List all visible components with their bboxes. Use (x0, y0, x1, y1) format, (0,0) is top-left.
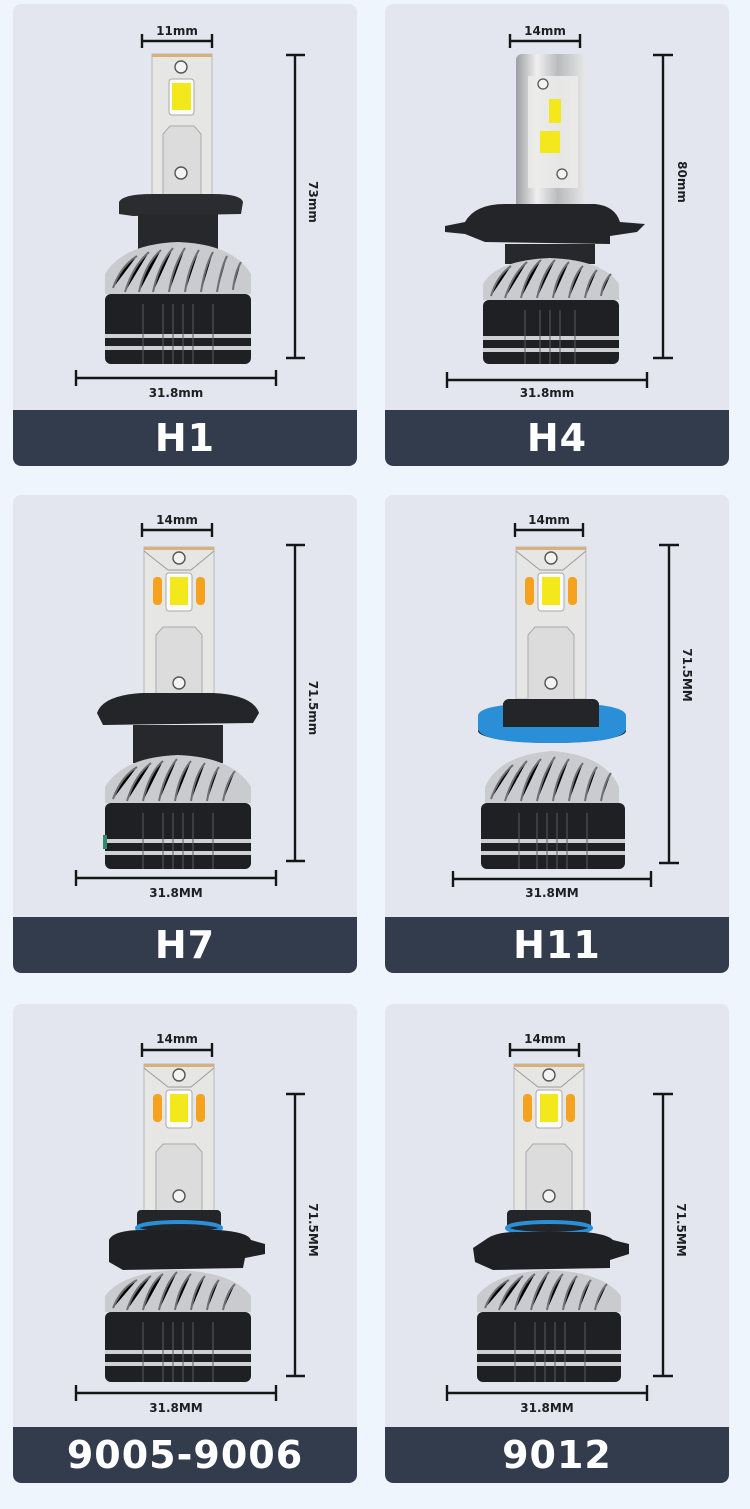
bulb-card-h4: 14mm 80mm 31.8mm (385, 4, 729, 466)
height-label: 73mm (306, 181, 320, 223)
base-width-label: 31.8MM (525, 886, 579, 900)
base-width-dimension: 31.8mm (445, 372, 649, 400)
height-label: 71.5MM (306, 1203, 320, 1257)
top-width-dimension: 14mm (508, 24, 582, 48)
height-dimension: 71.5MM (653, 1092, 688, 1378)
height-dimension: 71.5mm (286, 543, 320, 863)
bulb-h1 (105, 53, 251, 364)
top-width-dimension: 14mm (140, 1032, 214, 1057)
bulb-card-h7: 14mm 71.5mm 31.8MM (13, 495, 357, 973)
top-width-label: 14mm (528, 513, 570, 527)
top-width-label: 14mm (156, 513, 198, 527)
base-width-label: 31.8mm (520, 386, 575, 400)
height-dimension: 80mm (653, 53, 689, 360)
model-name: H7 (154, 923, 216, 967)
bulb-card-h11: 14mm 71.5MM 31.8MM (385, 495, 729, 973)
model-name: H4 (526, 416, 588, 460)
top-width-dimension: 14mm (508, 1032, 581, 1057)
base-width-dimension: 31.8mm (74, 370, 278, 400)
top-width-label: 14mm (524, 1032, 566, 1046)
base-width-label: 31.8MM (149, 1401, 203, 1415)
model-name: 9005-9006 (66, 1433, 304, 1477)
model-label-bar: H7 (13, 917, 357, 973)
base-width-dimension: 31.8MM (445, 1385, 649, 1415)
bulb-illustration-h4: 14mm 80mm 31.8mm (445, 24, 689, 400)
model-label-bar: 9012 (385, 1427, 729, 1483)
bulb-illustration-9012: 14mm 71.5MM 31.8MM (445, 1032, 688, 1415)
height-dimension: 71.5MM (659, 543, 694, 865)
bulb-illustration-9005-9006: 14mm 71.5MM 31.8MM (74, 1032, 320, 1415)
base-width-label: 31.8MM (149, 886, 203, 900)
model-label-bar: H11 (385, 917, 729, 973)
base-width-label: 31.8MM (520, 1401, 574, 1415)
bulb-9005 (105, 1063, 265, 1382)
top-width-label: 14mm (156, 1032, 198, 1046)
height-label: 71.5MM (674, 1203, 688, 1257)
bulb-illustration-h1: 11mm 73mm 31.8mm (74, 24, 320, 400)
height-label: 80mm (675, 161, 689, 203)
top-width-dimension: 11mm (140, 24, 214, 48)
height-dimension: 71.5MM (286, 1092, 320, 1378)
height-dimension: 73mm (286, 53, 320, 360)
base-width-dimension: 31.8MM (451, 871, 653, 900)
model-label-bar: H1 (13, 410, 357, 466)
base-width-dimension: 31.8MM (74, 1385, 278, 1415)
height-label: 71.5mm (306, 681, 320, 736)
bulb-h7 (97, 546, 259, 869)
top-width-dimension: 14mm (140, 513, 214, 537)
bulb-card-9012: 14mm 71.5MM 31.8MM (385, 1004, 729, 1483)
bulb-illustration-h11: 14mm 71.5MM 31.8MM (451, 513, 694, 900)
bulb-h11 (478, 546, 626, 869)
bulb-illustration-h7: 14mm 71.5mm 31.8MM (74, 513, 320, 900)
bulb-card-9005-9006: 14mm 71.5MM 31.8MM (13, 1004, 357, 1483)
model-label-bar: 9005-9006 (13, 1427, 357, 1483)
model-name: H11 (513, 923, 601, 967)
bulb-card-h1: 11mm 73mm 31.8mm (13, 4, 357, 466)
top-width-label: 11mm (156, 24, 198, 38)
height-label: 71.5MM (680, 648, 694, 702)
bulb-h4 (445, 54, 645, 364)
base-width-label: 31.8mm (149, 386, 204, 400)
base-width-dimension: 31.8MM (74, 870, 278, 900)
bulb-9012 (473, 1063, 629, 1382)
top-width-dimension: 14mm (513, 513, 585, 537)
model-name: 9012 (502, 1433, 612, 1477)
model-name: H1 (154, 416, 216, 460)
model-label-bar: H4 (385, 410, 729, 466)
top-width-label: 14mm (524, 24, 566, 38)
